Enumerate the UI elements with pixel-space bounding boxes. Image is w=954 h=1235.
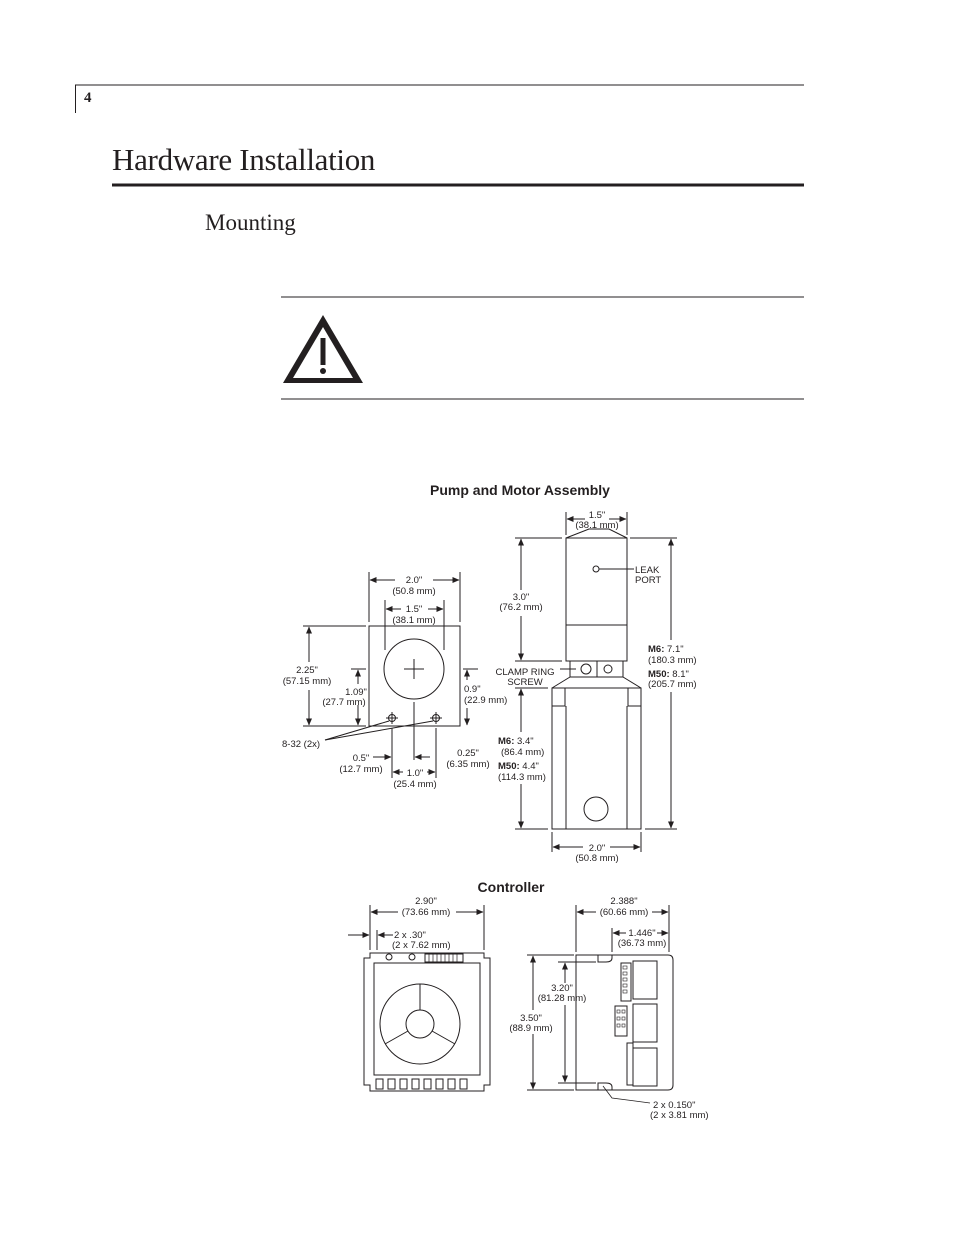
dim-label: (76.2 mm) (499, 602, 542, 613)
mounting-dimensions-figure: Pump and Motor Assembly 2.0" (50.8 mm) 1… (282, 482, 709, 1121)
svg-text:M50: 4.4": M50: 4.4" (498, 761, 539, 772)
screw-label: 8-32 (2x) (282, 739, 320, 750)
svg-text:M6: 3.4": M6: 3.4" (498, 736, 534, 747)
dim-label: 1.5" (589, 510, 606, 521)
controller-title: Controller (478, 879, 545, 895)
dim-label: 3.20" (551, 983, 573, 994)
dim-label: (57.15 mm) (283, 676, 332, 687)
dim-label: 2.0" (406, 575, 423, 586)
dim-label: (114.3 mm) (498, 772, 546, 783)
dim-label: (180.3 mm) (648, 655, 697, 666)
dim-label: 1.09" (345, 687, 367, 698)
dim-label: 3.4" (517, 736, 534, 747)
dim-label: (50.8 mm) (575, 853, 618, 864)
dim-label: (12.7 mm) (339, 764, 382, 775)
dim-label: (36.73 mm) (618, 938, 667, 949)
svg-text:M6: 7.1": M6: 7.1" (648, 644, 684, 655)
clamp-ring-label: SCREW (507, 677, 542, 688)
dim-label: (25.4 mm) (393, 779, 436, 790)
dim-label: 1.5" (406, 604, 423, 615)
dim-label: 2.388" (610, 896, 637, 907)
dim-label: (88.9 mm) (509, 1023, 552, 1034)
dim-label: 2 x 0.150" (653, 1100, 695, 1111)
clamp-ring-label: CLAMP RING (496, 667, 555, 678)
page-rules (75, 84, 804, 400)
page-title: Hardware Installation (112, 142, 376, 177)
dim-label: 2 x .30" (394, 930, 426, 941)
dim-label: (86.4 mm) (501, 747, 544, 758)
dim-label: (60.66 mm) (600, 907, 649, 918)
dim-label: (38.1 mm) (575, 520, 618, 531)
svg-text:M50: 8.1": M50: 8.1" (648, 669, 689, 680)
model-label: M50: (498, 761, 520, 772)
dim-label: 1.0" (407, 768, 424, 779)
section-heading: Mounting (205, 210, 296, 235)
dim-label: (27.7 mm) (322, 697, 365, 708)
dim-label: (73.66 mm) (402, 907, 451, 918)
warning-triangle-icon (283, 315, 363, 383)
dim-label: (22.9 mm) (464, 695, 507, 706)
dim-label: 3.0" (513, 592, 530, 603)
dim-label: 0.25" (457, 748, 479, 759)
dim-label: (81.28 mm) (538, 993, 587, 1004)
dim-label: 0.5" (353, 753, 370, 764)
dim-label: 1.446" (628, 928, 655, 939)
page-number: 4 (84, 90, 92, 106)
dim-label: 4.4" (522, 761, 539, 772)
leak-port-label: LEAK (635, 565, 660, 576)
dim-label: (6.35 mm) (446, 759, 489, 770)
dim-label: (50.8 mm) (392, 586, 435, 597)
dim-label: 7.1" (667, 644, 684, 655)
dim-label: 2.0" (589, 843, 606, 854)
dim-label: (38.1 mm) (392, 615, 435, 626)
model-label: M6: (498, 736, 514, 747)
leak-port-label: PORT (635, 575, 661, 586)
model-label: M6: (648, 644, 664, 655)
dim-label: 0.9" (464, 684, 481, 695)
dim-label: 2.90" (415, 896, 437, 907)
dim-label: (2 x 3.81 mm) (650, 1110, 709, 1121)
dim-label: (2 x 7.62 mm) (392, 940, 451, 951)
dim-label: 2.25" (296, 665, 318, 676)
model-label: M50: (648, 669, 670, 680)
pump-assembly-title: Pump and Motor Assembly (430, 482, 610, 498)
dim-label: (205.7 mm) (648, 679, 697, 690)
dim-label: 3.50" (520, 1013, 542, 1024)
dim-label: 8.1" (672, 669, 689, 680)
